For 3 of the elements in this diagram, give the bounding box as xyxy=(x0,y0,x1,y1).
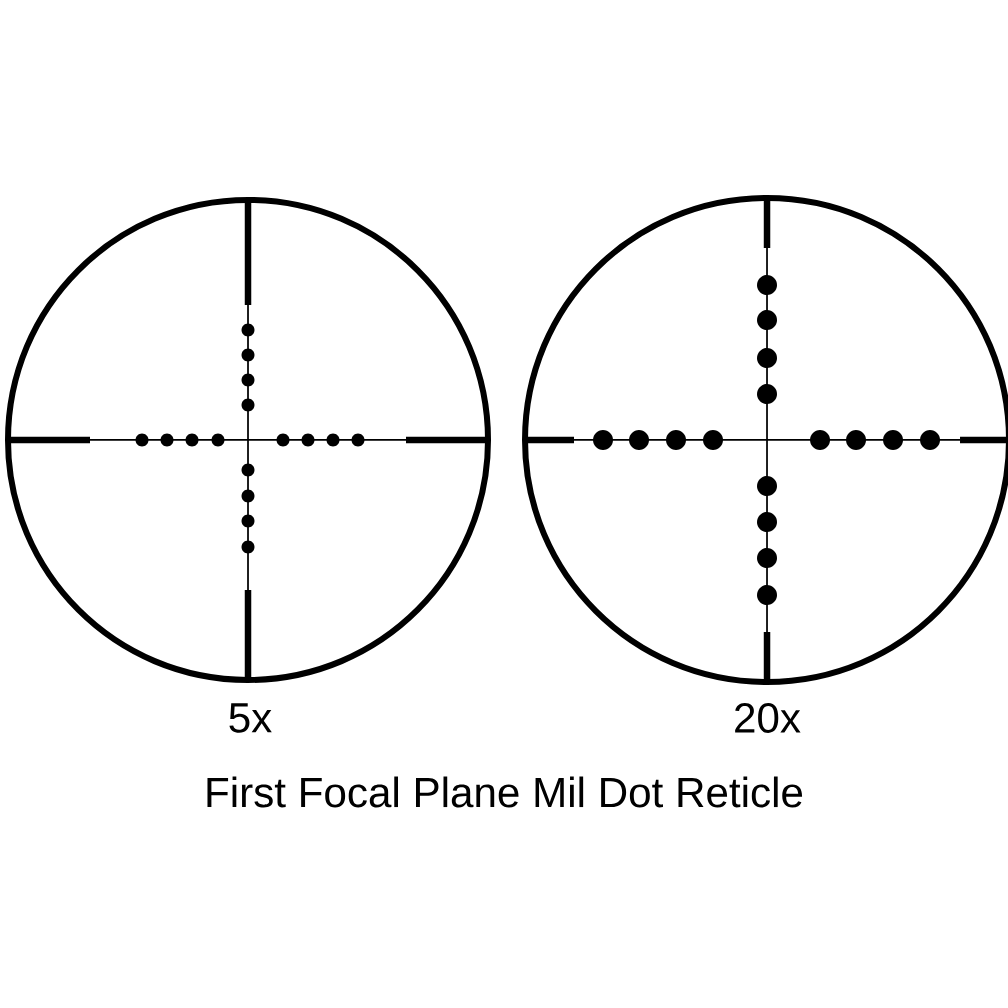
caption: First Focal Plane Mil Dot Reticle xyxy=(207,776,803,808)
magnification-label: 20x xyxy=(735,703,801,733)
magnification-label: 5x xyxy=(229,703,272,733)
